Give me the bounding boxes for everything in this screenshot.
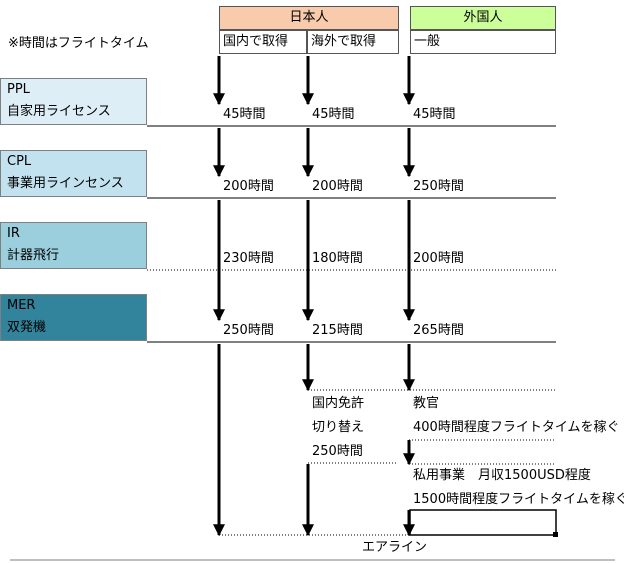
license-cpl: CPL 事業用ラインセンス (0, 150, 147, 197)
ppl-hours-domestic: 45時間 (223, 107, 266, 122)
private-business-label: 私用事業 月収1500USD程度 (413, 468, 591, 483)
instructor-label: 教官 (413, 396, 440, 411)
ir-hours-overseas: 180時間 (312, 251, 363, 266)
conversion-label-2: 切り替え (312, 420, 365, 435)
airline-label: エアライン (362, 540, 428, 555)
license-code: CPL (7, 154, 32, 169)
license-code: MER (7, 298, 36, 313)
license-name: 計器飛行 (7, 248, 60, 263)
conversion-label-1: 国内免許 (312, 396, 365, 411)
cpl-hours-domestic: 200時間 (223, 179, 274, 194)
mer-hours-overseas: 215時間 (312, 323, 363, 338)
license-code: PPL (7, 82, 30, 97)
highlight-box (409, 509, 557, 536)
ppl-hours-foreign: 45時間 (413, 107, 456, 122)
license-ir: IR 計器飛行 (0, 222, 147, 269)
flight-time-note: ※時間はフライトタイム (8, 36, 149, 51)
domestic-acquisition-header: 国内で取得 (219, 30, 307, 54)
cpl-hours-overseas: 200時間 (312, 179, 363, 194)
license-name: 自家用ライセンス (7, 104, 111, 119)
instructor-hours-note: 400時間程度フライトタイムを稼ぐ (413, 420, 620, 435)
ppl-hours-overseas: 45時間 (312, 107, 355, 122)
license-mer: MER 双発機 (0, 294, 147, 341)
ir-hours-foreign: 200時間 (413, 251, 464, 266)
overseas-acquisition-header: 海外で取得 (307, 30, 399, 54)
license-code: IR (7, 226, 20, 241)
foreign-header: 外国人 (410, 6, 556, 30)
ir-hours-domestic: 230時間 (223, 251, 274, 266)
mer-hours-domestic: 250時間 (223, 323, 274, 338)
japanese-header: 日本人 (219, 6, 399, 30)
license-name: 双発機 (7, 320, 47, 335)
general-header: 一般 (410, 30, 556, 54)
conversion-hours: 250時間 (312, 444, 363, 459)
private-business-hours-note: 1500時間程度フライトタイムを稼ぐ (413, 492, 624, 507)
license-ppl: PPL 自家用ライセンス (0, 78, 147, 125)
cpl-hours-foreign: 250時間 (413, 179, 464, 194)
mer-hours-foreign: 265時間 (413, 323, 464, 338)
license-name: 事業用ラインセンス (7, 176, 124, 191)
